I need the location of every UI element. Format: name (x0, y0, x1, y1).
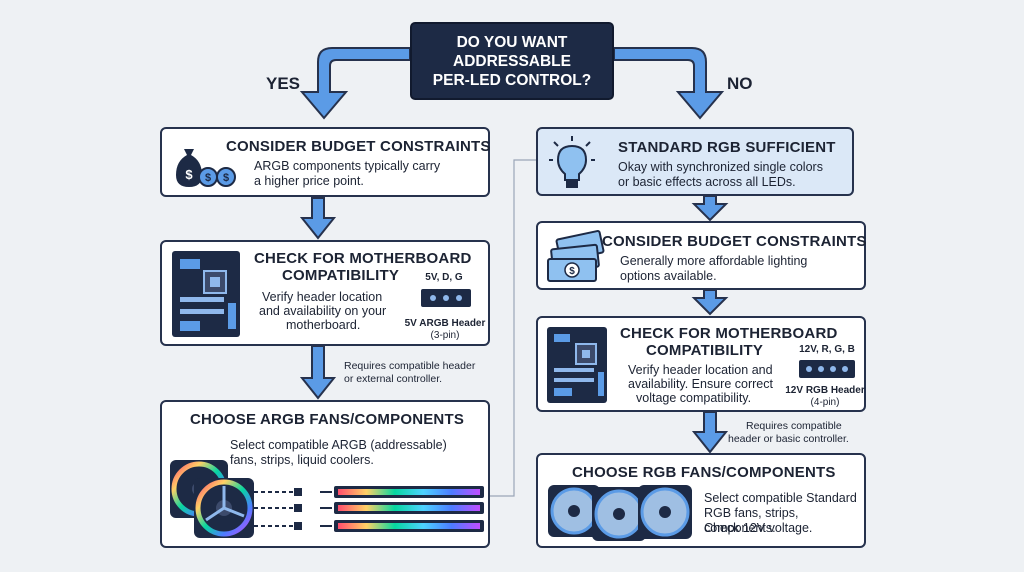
right-note-line-2: header or basic controller. (728, 433, 849, 445)
no-label: NO (727, 74, 753, 93)
motherboard-icon-right (547, 327, 607, 403)
left-choose-box: CHOOSE ARGB FANS/COMPONENTS Select compa… (160, 400, 490, 548)
question-line-1: DO YOU WANT (456, 34, 568, 51)
right-pin-label: 12V, R, G, B (799, 344, 855, 355)
left-note-line-1: Requires compatible header (344, 360, 476, 372)
right-compat-line-2: availability. Ensure correct (628, 377, 773, 391)
left-budget-line-2: a higher price point. (254, 174, 364, 188)
left-choose-line-1: Select compatible ARGB (addressable) (230, 438, 447, 452)
right-note-line-1: Requires compatible (746, 420, 842, 432)
right-budget-line-2: options available. (620, 269, 717, 283)
left-note-line-2: or external controller. (344, 373, 443, 385)
yes-label: YES (266, 74, 301, 93)
left-compat-line-1: Verify header location (262, 290, 383, 304)
right-budget-title: CONSIDER BUDGET CONSTRAINTS (602, 233, 867, 250)
left-choose-line-2: fans, strips, liquid coolers. (230, 453, 374, 467)
right-compat-line-1: Verify header location and (628, 363, 773, 377)
right-standard-line-2: or basic effects across all LEDs. (618, 175, 796, 189)
left-compat-line-3: motherboard. (286, 318, 361, 332)
argb-header-icon (421, 289, 471, 307)
arrow-down-right-3 (691, 411, 729, 454)
right-standard-line-1: Okay with synchronized single colors (618, 160, 823, 174)
left-compat-title-2: COMPATIBILITY (282, 267, 400, 284)
right-choose-box: CHOOSE RGB FANS/COMPONENTS Select compat… (536, 453, 866, 548)
money-bag-icon: $ $ $ (176, 149, 236, 187)
rgb-fan-icon (548, 485, 600, 537)
left-compat-line-2: and availability on your (259, 304, 387, 318)
right-compat-box: CHECK FOR MOTHERBOARD COMPATIBILITY Veri… (536, 316, 866, 412)
yes-branch-arrow (299, 47, 411, 120)
right-choose-title: CHOOSE RGB FANS/COMPONENTS (572, 464, 836, 481)
cash-stack-icon: $ (547, 230, 605, 282)
right-compat-title-1: CHECK FOR MOTHERBOARD (620, 325, 838, 342)
arrow-down-right-2 (691, 289, 729, 316)
rgb-fans-illustration (548, 485, 692, 541)
svg-text:$: $ (223, 172, 229, 184)
argb-components-illustration (170, 460, 484, 538)
lightbulb-icon (549, 136, 595, 188)
connector-line (490, 159, 536, 497)
question-line-3: PER-LED CONTROL? (432, 72, 592, 89)
right-header-pins: (4-pin) (810, 397, 840, 408)
left-header-name: 5V ARGB Header (404, 318, 486, 329)
right-standard-title: STANDARD RGB SUFFICIENT (618, 139, 836, 156)
arrow-down-left-1 (299, 197, 337, 240)
left-header-pins: (3-pin) (430, 330, 460, 341)
right-choose-line-3: Check 12V voltage. (704, 521, 813, 535)
rgb-fan-icon-3 (638, 485, 692, 539)
left-budget-box: $ $ $ CONSIDER BUDGET CONSTRAINTS ARGB c… (160, 127, 490, 197)
right-standard-box: STANDARD RGB SUFFICIENT Okay with synchr… (536, 127, 854, 196)
right-budget-line-1: Generally more affordable lighting (620, 254, 808, 268)
right-compat-title-2: COMPATIBILITY (646, 342, 764, 359)
arrow-down-left-2 (299, 345, 337, 400)
arrow-down-right-1 (691, 195, 729, 222)
rgb-fan-icon-2 (592, 487, 646, 541)
svg-text:$: $ (569, 266, 575, 277)
left-compat-box: CHECK FOR MOTHERBOARD COMPATIBILITY Veri… (160, 240, 490, 346)
right-choose-line-1: Select compatible Standard (704, 491, 857, 505)
left-compat-title-1: CHECK FOR MOTHERBOARD (254, 250, 472, 267)
left-choose-title: CHOOSE ARGB FANS/COMPONENTS (190, 411, 465, 428)
no-branch-arrow (613, 47, 725, 120)
right-budget-box: $ CONSIDER BUDGET CONSTRAINTS Generally … (536, 221, 866, 290)
question-box: DO YOU WANT ADDRESSABLE PER-LED CONTROL? (410, 22, 614, 100)
svg-text:$: $ (185, 167, 193, 182)
left-budget-title: CONSIDER BUDGET CONSTRAINTS (226, 138, 491, 155)
right-compat-line-3: voltage compatibility. (636, 391, 752, 405)
rgb-header-icon (799, 360, 855, 378)
left-pin-label: 5V, D, G (425, 272, 463, 283)
right-choose-line-2: RGB fans, strips, components. (704, 506, 799, 535)
question-line-2: ADDRESSABLE (453, 53, 571, 70)
motherboard-icon (172, 251, 240, 337)
right-header-name: 12V RGB Header (785, 385, 865, 396)
argb-fan-icon-2 (194, 478, 254, 538)
argb-strip-icon (334, 486, 484, 532)
left-budget-line-1: ARGB components typically carry (254, 159, 441, 173)
svg-text:$: $ (205, 172, 211, 184)
